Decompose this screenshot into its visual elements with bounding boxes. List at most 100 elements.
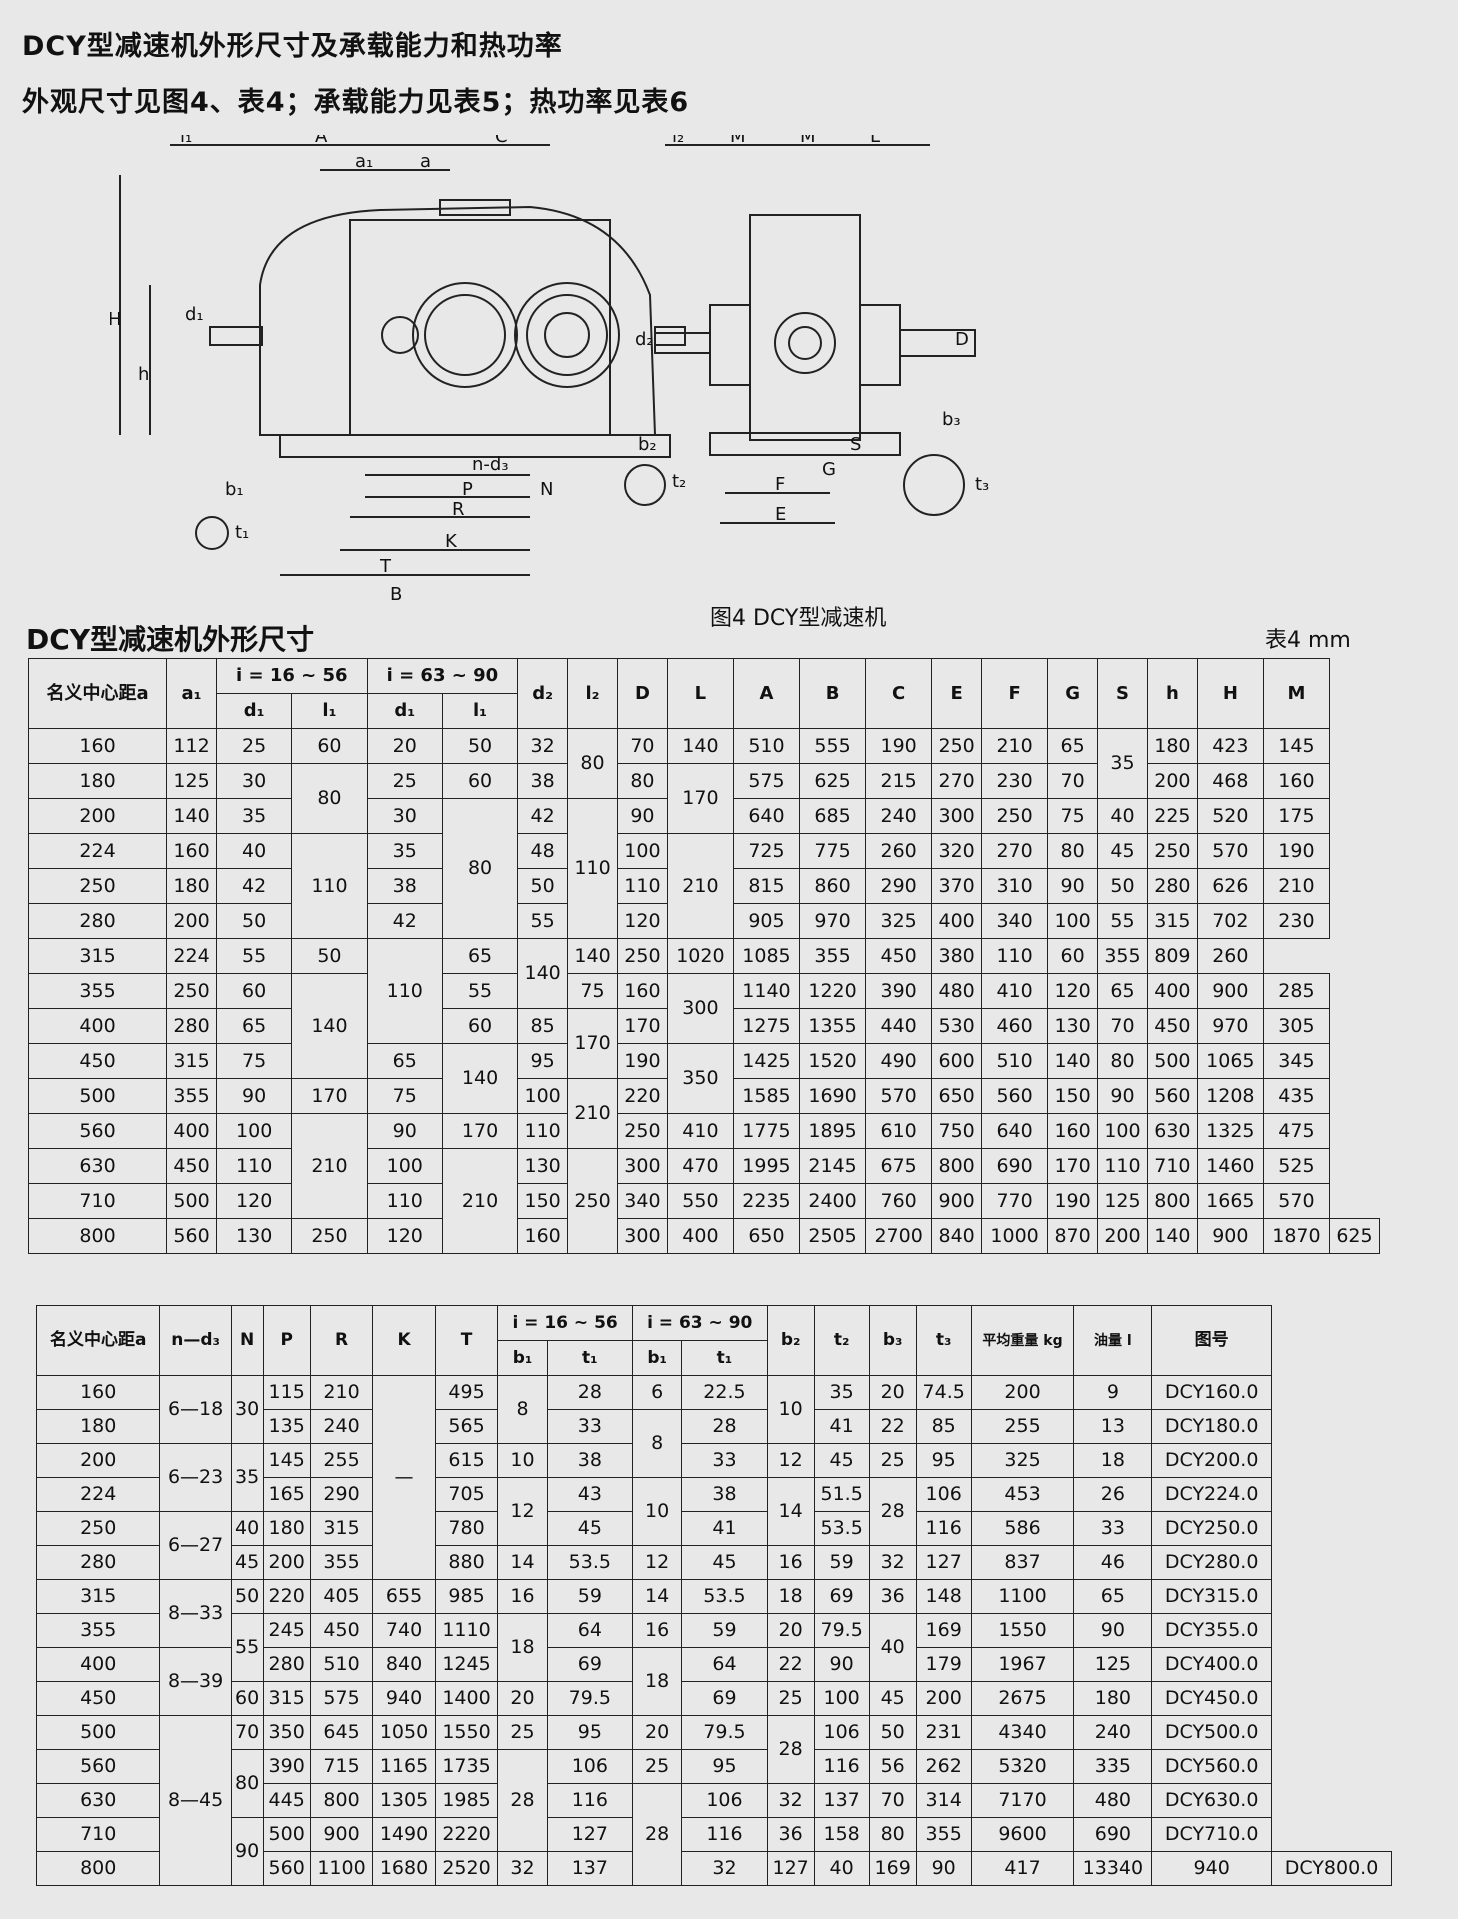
table-cell: 125 <box>1097 1183 1148 1219</box>
table-cell: 120 <box>366 1218 443 1254</box>
table-cell: 350 <box>666 1043 734 1114</box>
table-cell: 169 <box>868 1851 917 1886</box>
table-cell: 53.5 <box>681 1579 768 1614</box>
table-cell: 314 <box>915 1783 972 1818</box>
table-cell: 560 <box>35 1749 161 1784</box>
table-cell: 586 <box>970 1511 1075 1546</box>
table-cell: 500 <box>1146 1043 1198 1079</box>
table-cell: 6—27 <box>159 1511 232 1580</box>
table-cell: 140 <box>1047 1043 1099 1079</box>
table-cell: 116 <box>915 1511 972 1546</box>
table-cell: 675 <box>865 1148 933 1184</box>
table-cell: — <box>372 1375 436 1580</box>
table-cell: 116 <box>681 1817 768 1852</box>
table-cell: 1208 <box>1196 1078 1264 1114</box>
table-cell: 770 <box>981 1183 1049 1219</box>
table-cell: 160 <box>27 728 168 764</box>
table-cell: 2700 <box>865 1218 933 1254</box>
table-cell: 110 <box>366 938 443 1044</box>
table-cell: 250 <box>1146 833 1198 869</box>
table-cell: h <box>1146 658 1198 729</box>
table-cell: 400 <box>666 1218 734 1254</box>
table-cell: 500 <box>27 1078 168 1114</box>
table-cell: 38 <box>517 763 569 799</box>
table-cell: 1895 <box>799 1113 867 1149</box>
table-cell: 160 <box>616 973 668 1009</box>
table-cell: 1490 <box>372 1817 436 1852</box>
table-cell: A <box>732 658 801 729</box>
table-cell: 1325 <box>1196 1113 1264 1149</box>
table-cell: 650 <box>732 1218 801 1254</box>
table-cell: 45 <box>813 1443 870 1478</box>
table-cell: 355 <box>915 1817 972 1852</box>
table-cell: G <box>1047 658 1099 729</box>
table-cell: 450 <box>27 1043 168 1079</box>
table-cell: 702 <box>1196 903 1264 939</box>
dim-a: a <box>420 151 431 172</box>
table-cell: 260 <box>1196 938 1264 974</box>
page-subtitle: 外观尺寸见图4、表4；承载能力见表5；热功率见表6 <box>22 87 690 118</box>
table-cell: 75 <box>1047 798 1099 834</box>
table-cell: 210 <box>309 1375 374 1410</box>
table-cell: 480 <box>931 973 983 1009</box>
table-cell: 50 <box>1097 868 1148 904</box>
table-cell: 224 <box>166 938 217 974</box>
table-cell: 60 <box>291 728 368 764</box>
table-cell: 22 <box>766 1647 815 1682</box>
table-cell: H <box>1196 658 1264 729</box>
table-cell: 106 <box>813 1715 870 1750</box>
table-cell: 355 <box>799 938 867 974</box>
table-cell: 423 <box>1196 728 1264 764</box>
table-cell: 800 <box>1146 1183 1198 1219</box>
table-cell: 510 <box>732 728 801 764</box>
table-cell: 400 <box>166 1113 217 1149</box>
table-cell: DCY224.0 <box>1151 1477 1273 1512</box>
table-cell: 230 <box>981 763 1049 799</box>
table-cell: 2505 <box>799 1218 867 1254</box>
table-cell: 7170 <box>970 1783 1075 1818</box>
table-cell: 325 <box>865 903 933 939</box>
table-cell: 25 <box>631 1749 683 1784</box>
table-cell: 860 <box>799 868 867 904</box>
table-cell: 800 <box>309 1783 374 1818</box>
table-cell: 28 <box>868 1477 917 1546</box>
table-cell: 45 <box>681 1545 768 1580</box>
table-cell: 710 <box>35 1817 161 1852</box>
table-cell: 125 <box>1073 1647 1153 1682</box>
table-cell: N <box>230 1305 264 1376</box>
dim-l1: l₁ <box>180 135 192 147</box>
table-cell: 180 <box>262 1511 311 1546</box>
table-cell: 140 <box>291 973 368 1079</box>
table-cell: 50 <box>517 868 569 904</box>
table-cell: 50 <box>441 728 519 764</box>
table-cell: 100 <box>1047 903 1099 939</box>
table-cell: 4340 <box>970 1715 1075 1750</box>
table-cell: 970 <box>1196 1008 1264 1044</box>
table-cell: 615 <box>434 1443 499 1478</box>
table-cell: 560 <box>27 1113 168 1149</box>
table-cell: 600 <box>931 1043 983 1079</box>
table-cell: 315 <box>35 1579 161 1614</box>
table-cell: b₁ <box>497 1340 548 1376</box>
table-cell: 28 <box>681 1409 768 1444</box>
table-cell: 490 <box>865 1043 933 1079</box>
table-cell: 315 <box>27 938 168 974</box>
dim-t1: t₁ <box>235 522 249 543</box>
table-cell: 200 <box>262 1545 311 1580</box>
table-cell: 400 <box>27 1008 168 1044</box>
table-cell: 60 <box>441 1008 519 1044</box>
table-cell: 1110 <box>434 1613 499 1648</box>
table-cell: n—d₃ <box>159 1305 232 1376</box>
table-cell: 80 <box>868 1817 917 1852</box>
table-cell: 95 <box>517 1043 569 1079</box>
table-cell: a₁ <box>166 658 217 729</box>
table-cell: 140 <box>517 938 569 1009</box>
